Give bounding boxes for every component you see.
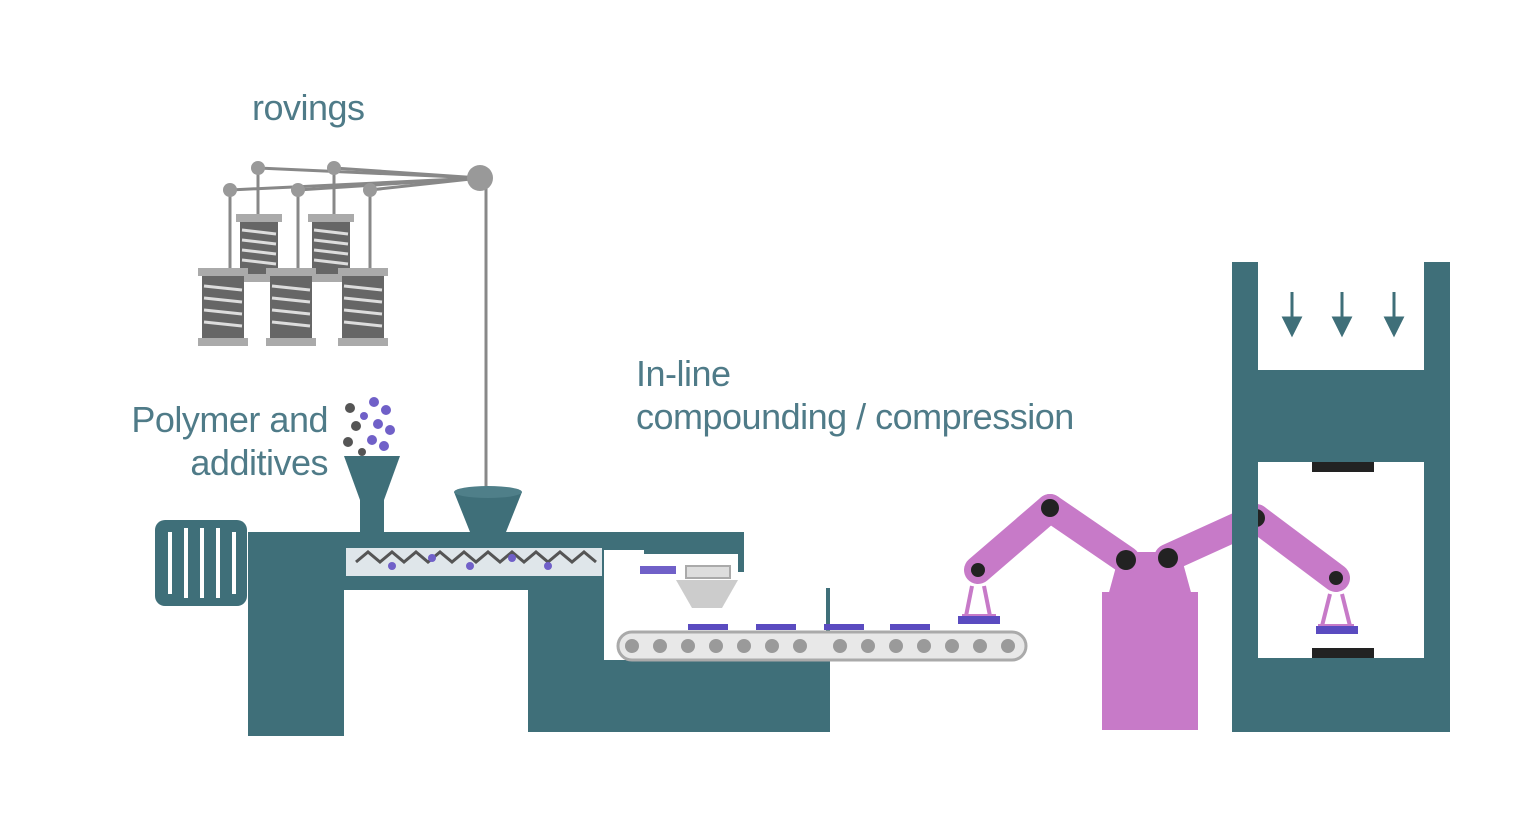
hopper-icon bbox=[344, 456, 522, 532]
inline-label-line2: compounding / compression bbox=[636, 396, 1074, 438]
roving-spool-icon bbox=[198, 214, 388, 346]
conveyor-parts bbox=[688, 624, 930, 630]
conveyor-belt bbox=[616, 624, 1028, 662]
roving-creel bbox=[228, 166, 488, 490]
press-bed bbox=[1232, 658, 1450, 732]
creel-pulleys bbox=[223, 161, 493, 197]
robot-gripper-left bbox=[962, 585, 996, 618]
polymer-pellets-icon bbox=[343, 397, 395, 456]
polymer-label-line2: additives bbox=[190, 442, 328, 484]
main-pulley bbox=[467, 165, 493, 191]
robot-base bbox=[1102, 592, 1198, 730]
arrow-down-icon bbox=[1281, 292, 1405, 338]
polymer-additives-label: Polymer and additives bbox=[108, 398, 328, 484]
inline-label-line1: In-line bbox=[636, 353, 731, 394]
robot-gripper-right bbox=[1318, 593, 1354, 628]
extruder-base bbox=[248, 532, 344, 736]
upper-mold bbox=[1312, 462, 1374, 472]
polymer-label-line1: Polymer and bbox=[131, 399, 328, 440]
inline-compounding-label: In-line compounding / compression bbox=[636, 352, 1074, 438]
extruder-screw bbox=[355, 550, 597, 570]
press-ram bbox=[1232, 370, 1450, 462]
compression-press bbox=[1232, 262, 1450, 732]
rovings-label: rovings bbox=[252, 87, 365, 128]
lower-mold bbox=[1312, 648, 1374, 658]
